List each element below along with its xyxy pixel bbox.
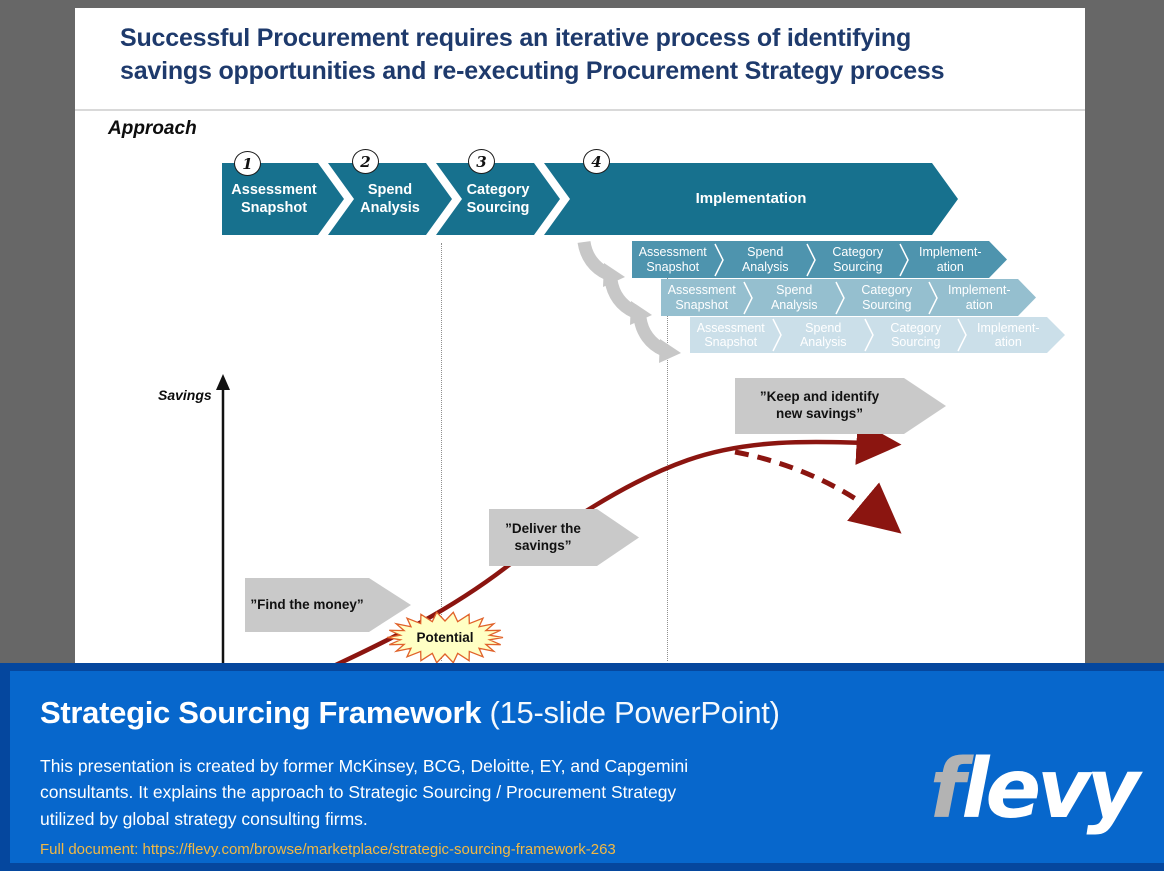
chevron-separator-icon [806,242,817,278]
chevron-separator-icon [957,317,968,353]
chevron-separator-icon [899,242,910,278]
document-link[interactable]: Full document: https://flevy.com/browse/… [40,841,616,858]
process-step-label: Analysis [360,200,420,216]
chevron-separator-icon [864,317,875,353]
process-step-label: Category [466,181,530,198]
title-divider [75,109,1085,111]
chevron-separator-icon [772,317,783,353]
step-number-badge-2: 2 [352,149,379,174]
process-step-assessment-snapshot: Assessment Snapshot [222,163,344,235]
iteration-segment: Implement- ation [918,245,982,274]
potential-burst-label: Potential [416,630,474,645]
curved-arrow-icon [633,316,681,363]
iteration-row-1: Assessment Snapshot Spend Analysis Categ… [632,241,1007,278]
flevy-logo-levy: levy [961,742,1140,837]
chevron-separator-icon [743,280,754,316]
iteration-segment: Category Sourcing [832,245,884,274]
iteration-segment: Assessment Snapshot [696,320,765,349]
process-step-label: Sourcing [466,200,530,216]
slide-title: Successful Procurement requires an itera… [120,22,1070,87]
callout-keep-savings: ”Keep and identify new savings” [735,378,946,434]
iteration-segment: Implement- ation [947,283,1011,312]
process-step-label: Snapshot [240,200,308,216]
step-number-badge-1: 1 [234,151,261,176]
process-step-spend-analysis: Spend Analysis [328,163,452,235]
flevy-logo-f: f [929,742,966,837]
banner-description: This presentation is created by former M… [40,756,689,829]
phase-divider-dotted-line [667,243,668,661]
phase-divider-dotted-line [441,243,442,661]
step-number-badge-4: 4 [583,149,610,174]
process-step-implementation: Implementation [544,163,958,235]
approach-label: Approach [108,118,197,139]
banner-title: Strategic Sourcing Framework (15-slide P… [40,695,780,731]
banner-title-light: (15-slide PowerPoint) [481,695,780,730]
banner: Strategic Sourcing Framework (15-slide P… [0,663,1164,871]
chevron-separator-icon [835,280,846,316]
savings-dashed-curve [734,449,902,534]
process-step-category-sourcing: Category Sourcing [436,163,560,235]
banner-title-bold: Strategic Sourcing Framework [40,695,482,730]
flevy-logo: flevy [930,749,1140,831]
iteration-segment: Spend Analysis [770,283,818,312]
slide-title-line1: Successful Procurement requires an itera… [120,24,912,52]
iteration-row-3: Assessment Snapshot Spend Analysis Categ… [690,317,1065,353]
iteration-segment: Implement- ation [976,320,1040,349]
iteration-segment: Assessment Snapshot [667,283,736,312]
process-step-label: Assessment [231,181,317,198]
iteration-segment: Category Sourcing [890,320,942,349]
axis-arrowhead-icon [216,374,230,390]
potential-burst: Potential [385,611,505,664]
step-number-badge-3: 3 [468,149,495,174]
iteration-segment: Category Sourcing [861,283,913,312]
slide-title-line2: savings opportunities and re-executing P… [120,56,945,85]
chevron-separator-icon [714,242,725,278]
iteration-segment: Spend Analysis [741,245,789,274]
process-step-label: Spend [367,181,413,198]
iteration-row-2: Assessment Snapshot Spend Analysis Categ… [661,279,1036,316]
savings-axis-label: Savings [158,387,212,403]
process-step-label: Implementation [695,189,807,207]
chevron-separator-icon [928,280,939,316]
iteration-segment: Spend Analysis [799,320,847,349]
iteration-segment: Assessment Snapshot [638,245,707,274]
